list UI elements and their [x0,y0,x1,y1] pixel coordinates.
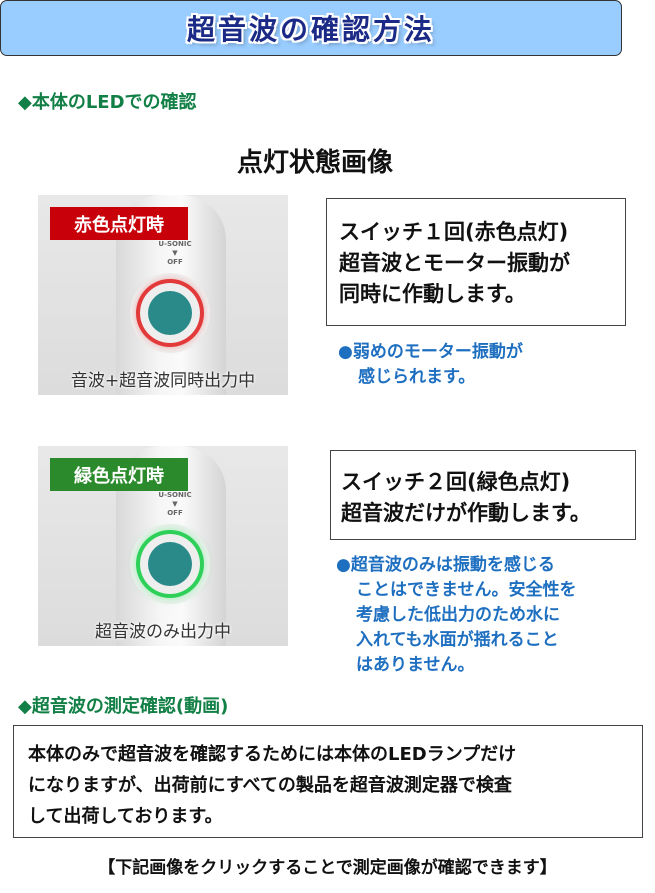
switch-marking: U-SONIC▼OFF [158,491,192,517]
click-instruction: 【下記画像をクリックすることで測定画像が確認できます】 [98,858,557,878]
note-line: 入れても水面が揺れること [356,630,559,650]
green-description-box: スイッチ２回(緑色点灯) 超音波だけが作動します。 [330,450,636,540]
note-line: ●弱めのモーター振動が [338,342,523,362]
status-image-title: 点灯状態画像 [236,148,393,178]
red-description-box: スイッチ１回(赤色点灯) 超音波とモーター振動が 同時に作動します。 [326,198,626,326]
photo-caption: 音波+超音波同時出力中 [70,371,256,391]
section-heading-measurement: ◆超音波の測定確認(動画) [18,696,229,717]
body-line: 本体のみで超音波を確認するためには本体のLEDランプだけ [28,744,517,765]
body-line: して出荷しております。 [28,806,223,827]
red-note: ●弱めのモーター振動が 感じられます。 [338,340,523,390]
desc-line: 超音波とモーター振動が [339,251,570,275]
page-title: 超音波の確認方法 [186,13,435,46]
note-line: ことはできません。安全性を [356,580,577,600]
desc-line: 同時に作動します。 [339,282,526,306]
body-line: になりますが、出荷前にすべての製品を超音波測定器で検査 [28,775,512,796]
note-line: ●超音波のみは振動を感じる [336,555,555,575]
note-line: 感じられます。 [358,367,476,387]
led-ring [130,524,210,604]
green-led-photo: 緑色点灯時 U-SONIC▼OFF 超音波のみ出力中 [38,446,288,646]
note-line: はありません。 [356,655,475,675]
desc-line: 超音波だけが作動します。 [341,501,591,525]
led-ring [130,273,210,353]
page-header: 超音波の確認方法 [0,0,622,56]
red-led-photo: 赤色点灯時 U-SONIC▼OFF 音波+超音波同時出力中 [38,195,288,395]
section-heading-led: ◆本体のLEDでの確認 [18,92,197,113]
photo-caption: 超音波のみ出力中 [95,622,231,642]
desc-line: スイッチ１回(赤色点灯) [339,220,569,244]
switch-marking: U-SONIC▼OFF [158,240,192,266]
measurement-description-box: 本体のみで超音波を確認するためには本体のLEDランプだけ になりますが、出荷前に… [13,725,643,838]
red-label: 赤色点灯時 [50,207,188,240]
green-note: ●超音波のみは振動を感じる ことはできません。安全性を 考慮した低出力のため水に… [336,553,577,678]
green-label: 緑色点灯時 [50,458,188,491]
desc-line: スイッチ２回(緑色点灯) [341,470,571,494]
note-line: 考慮した低出力のため水に [356,605,560,625]
